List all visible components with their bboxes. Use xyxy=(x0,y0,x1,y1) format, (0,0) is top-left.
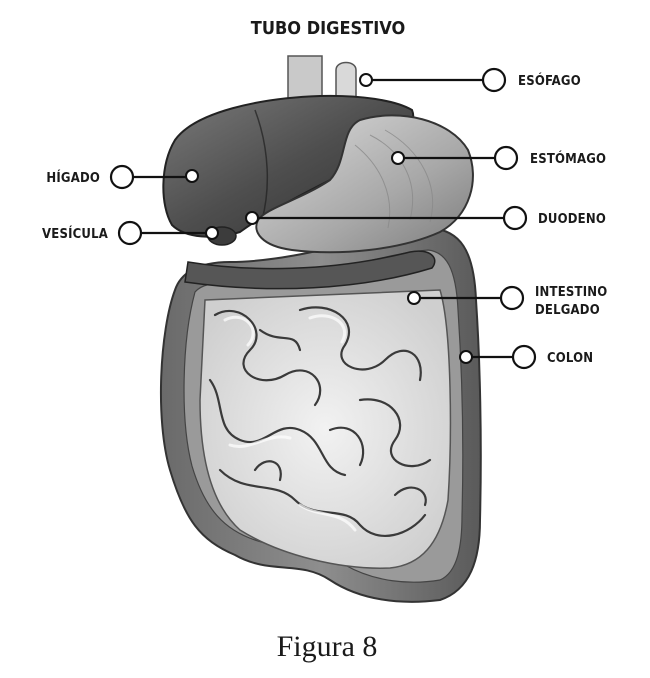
duodenum xyxy=(184,250,436,290)
diagram-title: TUBO DIGESTIVO xyxy=(251,18,405,39)
callout-higado: HÍGADO xyxy=(46,164,199,190)
callout-intestino-delgado: INTESTINO DELGADO xyxy=(407,285,607,318)
label-intestino-line1: INTESTINO xyxy=(535,285,607,300)
label-vesicula: VESÍCULA xyxy=(42,226,108,242)
label-duodeno: DUODENO xyxy=(538,212,606,227)
callout-vesicula: VESÍCULA xyxy=(42,220,219,246)
callout-colon: COLON xyxy=(459,344,593,370)
label-colon: COLON xyxy=(547,351,593,366)
callout-estomago: ESTÓMAGO xyxy=(391,145,606,171)
figure-caption: Figura 8 xyxy=(277,630,378,663)
label-esofago: ESÓFAGO xyxy=(518,73,581,89)
small-intestine xyxy=(199,289,452,569)
label-higado: HÍGADO xyxy=(46,170,100,186)
label-estomago: ESTÓMAGO xyxy=(530,151,606,167)
callout-duodeno: DUODENO xyxy=(245,205,606,231)
callout-esofago: ESÓFAGO xyxy=(359,67,581,93)
label-intestino-line2: DELGADO xyxy=(535,303,600,318)
